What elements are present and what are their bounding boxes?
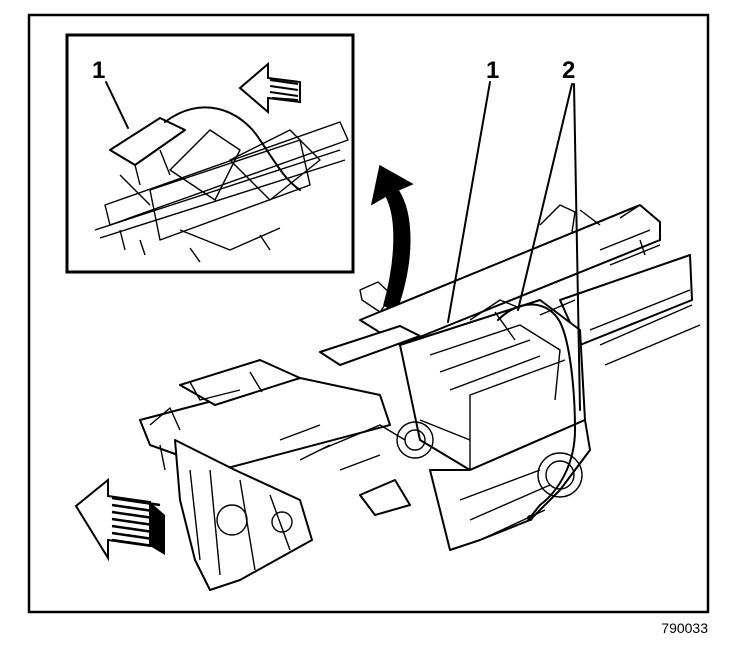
panel-carrier xyxy=(139,204,701,591)
inset-callout-1: 1 xyxy=(92,57,105,84)
inset-module xyxy=(109,117,186,166)
curved-pointer-arrow-icon xyxy=(370,164,414,314)
direction-arrow-icon xyxy=(238,61,301,115)
inset-harness xyxy=(164,106,301,191)
outer-frame xyxy=(27,13,710,614)
main-callout-1: 1 xyxy=(486,57,499,84)
main-leader-2b xyxy=(573,83,581,411)
direction-arrow-icon xyxy=(74,477,165,562)
wire-harness xyxy=(497,303,576,506)
figure-id: 790033 xyxy=(661,620,708,636)
main-callout-2: 2 xyxy=(562,57,575,84)
main-leader-1 xyxy=(447,81,491,323)
inset-detail: 1 xyxy=(65,33,355,274)
main-leader-2a xyxy=(517,83,573,311)
inset-leader-1 xyxy=(105,81,129,129)
